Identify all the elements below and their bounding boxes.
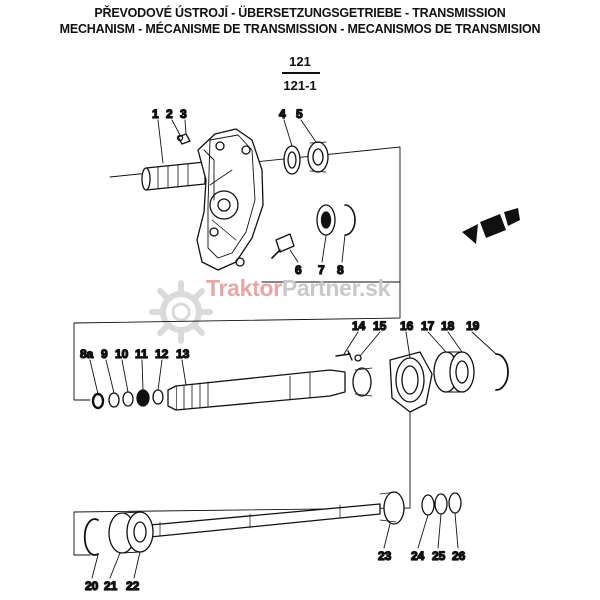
- part-number-17: 17: [421, 319, 435, 333]
- part-number-2: 2: [166, 107, 173, 121]
- part-number-25: 25: [432, 549, 446, 563]
- part-number-6: 6: [295, 263, 302, 277]
- part-number-12: 12: [155, 347, 169, 361]
- part-number-10: 10: [115, 347, 129, 361]
- part-number-18: 18: [441, 319, 455, 333]
- part-number-19: 19: [466, 319, 480, 333]
- direction-arrow-icon: [462, 208, 520, 244]
- output-shaft-assembly: [73, 411, 462, 556]
- part-number-7: 7: [318, 263, 325, 277]
- part-number-16: 16: [400, 319, 414, 333]
- watermark-gear-icon: [149, 280, 213, 344]
- watermark-part-3: .sk: [359, 275, 391, 301]
- part-number-22: 22: [126, 579, 140, 593]
- title-line-2: MECHANISM - MÉCANISME DE TRANSMISSION - …: [59, 22, 541, 36]
- watermark: TraktorPartner.sk: [206, 275, 390, 302]
- watermark-part-2: Partner: [281, 275, 360, 301]
- part-number-13: 13: [176, 347, 190, 361]
- part-number-24: 24: [411, 549, 425, 563]
- part-number-26: 26: [452, 549, 466, 563]
- part-number-labels: 1 2 3 4 5 6 7 8 8a 9 10 11 12 13 14 15 1…: [79, 106, 480, 593]
- part-number-14: 14: [352, 319, 366, 333]
- part-number-23: 23: [378, 549, 392, 563]
- leader-lines: [89, 119, 497, 579]
- part-number-20: 20: [85, 579, 99, 593]
- part-number-9: 9: [101, 347, 108, 361]
- part-number-4: 4: [279, 107, 286, 121]
- section-number-bottom: 121-1: [283, 78, 317, 93]
- section-number-top: 121: [289, 54, 311, 69]
- part-number-8: 8: [337, 263, 344, 277]
- part-number-11: 11: [135, 347, 148, 361]
- part-number-1: 1: [152, 107, 159, 121]
- input-shaft-assembly: [109, 128, 401, 283]
- part-number-5: 5: [296, 107, 303, 121]
- part-number-3: 3: [180, 107, 187, 121]
- title-line-1: PŘEVODOVÉ ÚSTROJÍ - ÜBERSETZUNGSGETRIEBE…: [94, 6, 506, 20]
- part-number-21: 21: [104, 579, 118, 593]
- part-number-8a: 8a: [80, 347, 94, 361]
- part-number-15: 15: [373, 319, 387, 333]
- watermark-part-1: Traktor: [206, 275, 282, 301]
- main-shaft-assembly: [73, 281, 509, 413]
- section-divider: [282, 72, 320, 74]
